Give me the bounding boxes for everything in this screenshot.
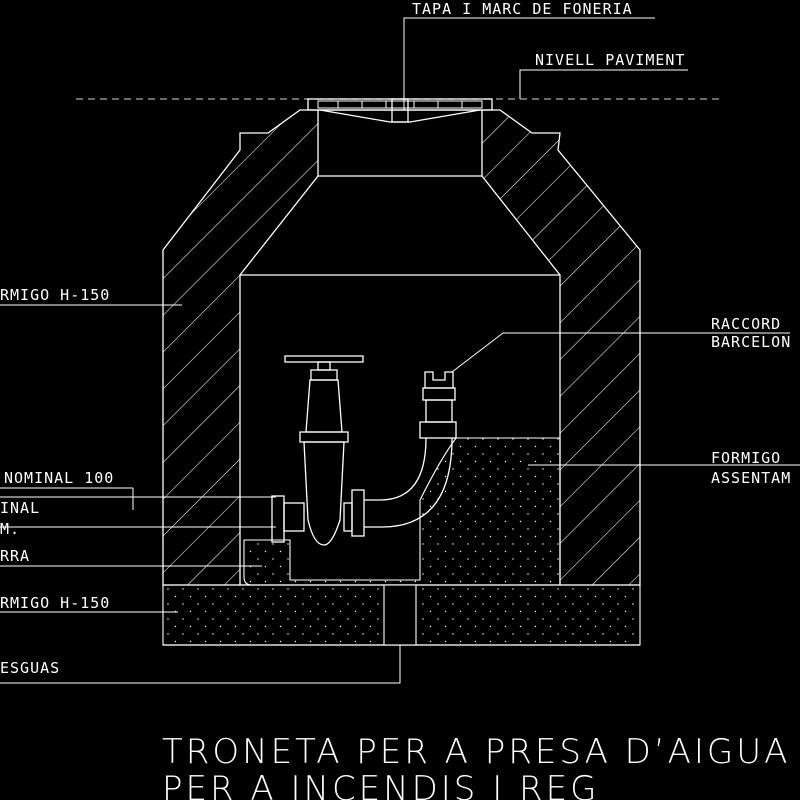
drawing-title-line1: TRONETA PER A PRESA D’AIGUA <box>162 732 790 772</box>
label-esguas: ESGUAS <box>0 659 60 677</box>
label-formigo-assentament-2: ASSENTAM <box>711 469 791 487</box>
cover-frame <box>307 98 493 123</box>
drawing-title-line2: PER A INCENDIS I REG <box>162 769 600 800</box>
pipe-bend <box>364 371 457 528</box>
gate-valve <box>271 355 365 546</box>
label-nivell-paviment: NIVELL PAVIMENT <box>535 51 685 69</box>
label-m: M. <box>0 520 20 538</box>
label-inal: INAL <box>0 499 40 517</box>
label-raccord-2: BARCELON <box>711 333 791 351</box>
label-raccord: RACCORD <box>711 315 781 333</box>
drain-pipe <box>383 584 417 646</box>
label-formigo-wall: RMIGO H-150 <box>0 286 110 304</box>
concrete-wall <box>162 109 641 586</box>
label-rra: RRA <box>0 547 30 565</box>
bedding-concrete <box>243 437 561 586</box>
label-formigo-assentament: FORMIGO <box>711 449 781 467</box>
label-formigo-base: RMIGO H-150 <box>0 594 110 612</box>
label-tapa: TAPA I MARC DE FONERIA <box>412 0 633 18</box>
leader-lines <box>0 17 800 684</box>
label-nominal-100: NOMINAL 100 <box>4 469 114 487</box>
